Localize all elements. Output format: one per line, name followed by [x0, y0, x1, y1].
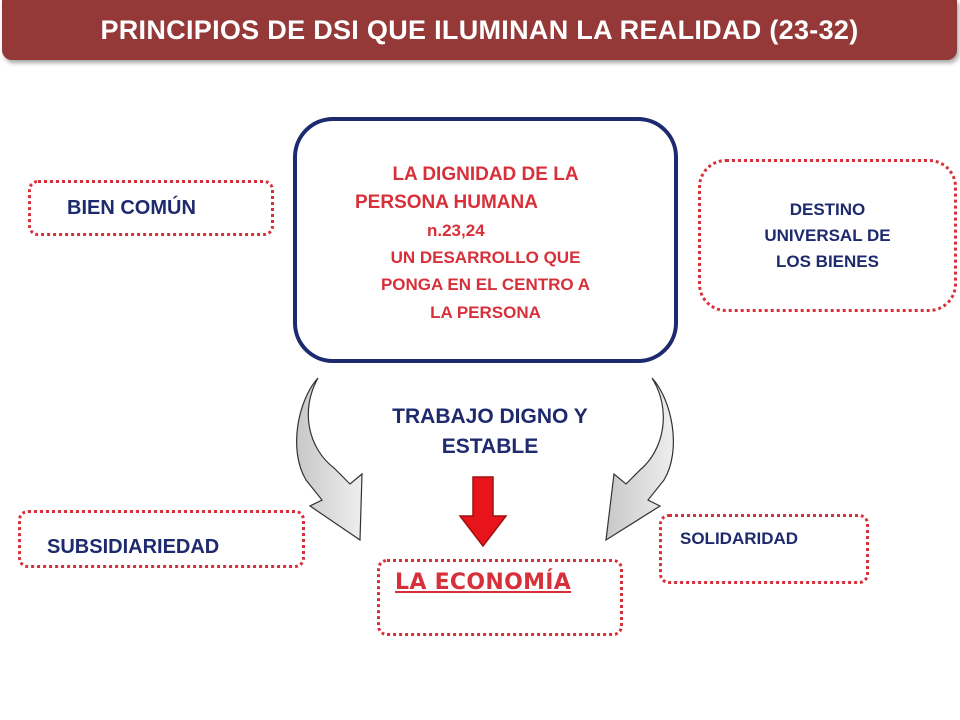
center-line-6: LA PERSONA — [430, 303, 541, 322]
bien-comun-label: BIEN COMÚN — [67, 196, 196, 219]
center-line-5: PONGA EN EL CENTRO A — [380, 275, 591, 294]
destino-line-2: UNIVERSAL DE — [764, 225, 891, 245]
bien-comun-box: BIEN COMÚN — [28, 180, 274, 236]
solidaridad-box: SOLIDARIDAD — [659, 514, 869, 584]
trabajo-line-1: TRABAJO DIGNO Y — [392, 405, 588, 428]
subsidiariedad-box: SUBSIDIARIEDAD — [18, 510, 305, 568]
solidaridad-label: SOLIDARIDAD — [680, 529, 799, 548]
destino-line-3: LOS BIENES — [776, 251, 879, 271]
center-line-1: LA DIGNIDAD DE LA — [392, 164, 579, 185]
center-line-2: PERSONA HUMANA — [355, 192, 538, 213]
trabajo-label: TRABAJO DIGNO Y ESTABLE — [350, 402, 630, 462]
trabajo-line-2: ESTABLE — [441, 435, 539, 458]
center-line-3: n.23,24 — [427, 221, 485, 240]
title-bar: PRINCIPIOS DE DSI QUE ILUMINAN LA REALID… — [2, 0, 957, 60]
subsidiariedad-label: SUBSIDIARIEDAD — [47, 536, 220, 558]
left-curved-arrow — [296, 377, 363, 542]
economia-box — [377, 559, 623, 636]
center-principle-box: LA DIGNIDAD DE LA PERSONA HUMANA n.23,24… — [293, 117, 678, 363]
center-line-4: UN DESARROLLO QUE — [390, 248, 581, 267]
economia-label: LA ECONOMÍA — [395, 570, 572, 595]
right-curved-arrow — [605, 377, 674, 542]
page-title: PRINCIPIOS DE DSI QUE ILUMINAN LA REALID… — [100, 14, 859, 45]
destino-universal-box: DESTINO UNIVERSAL DE LOS BIENES — [698, 159, 957, 312]
destino-line-1: DESTINO — [789, 199, 866, 219]
down-arrow — [458, 476, 508, 548]
